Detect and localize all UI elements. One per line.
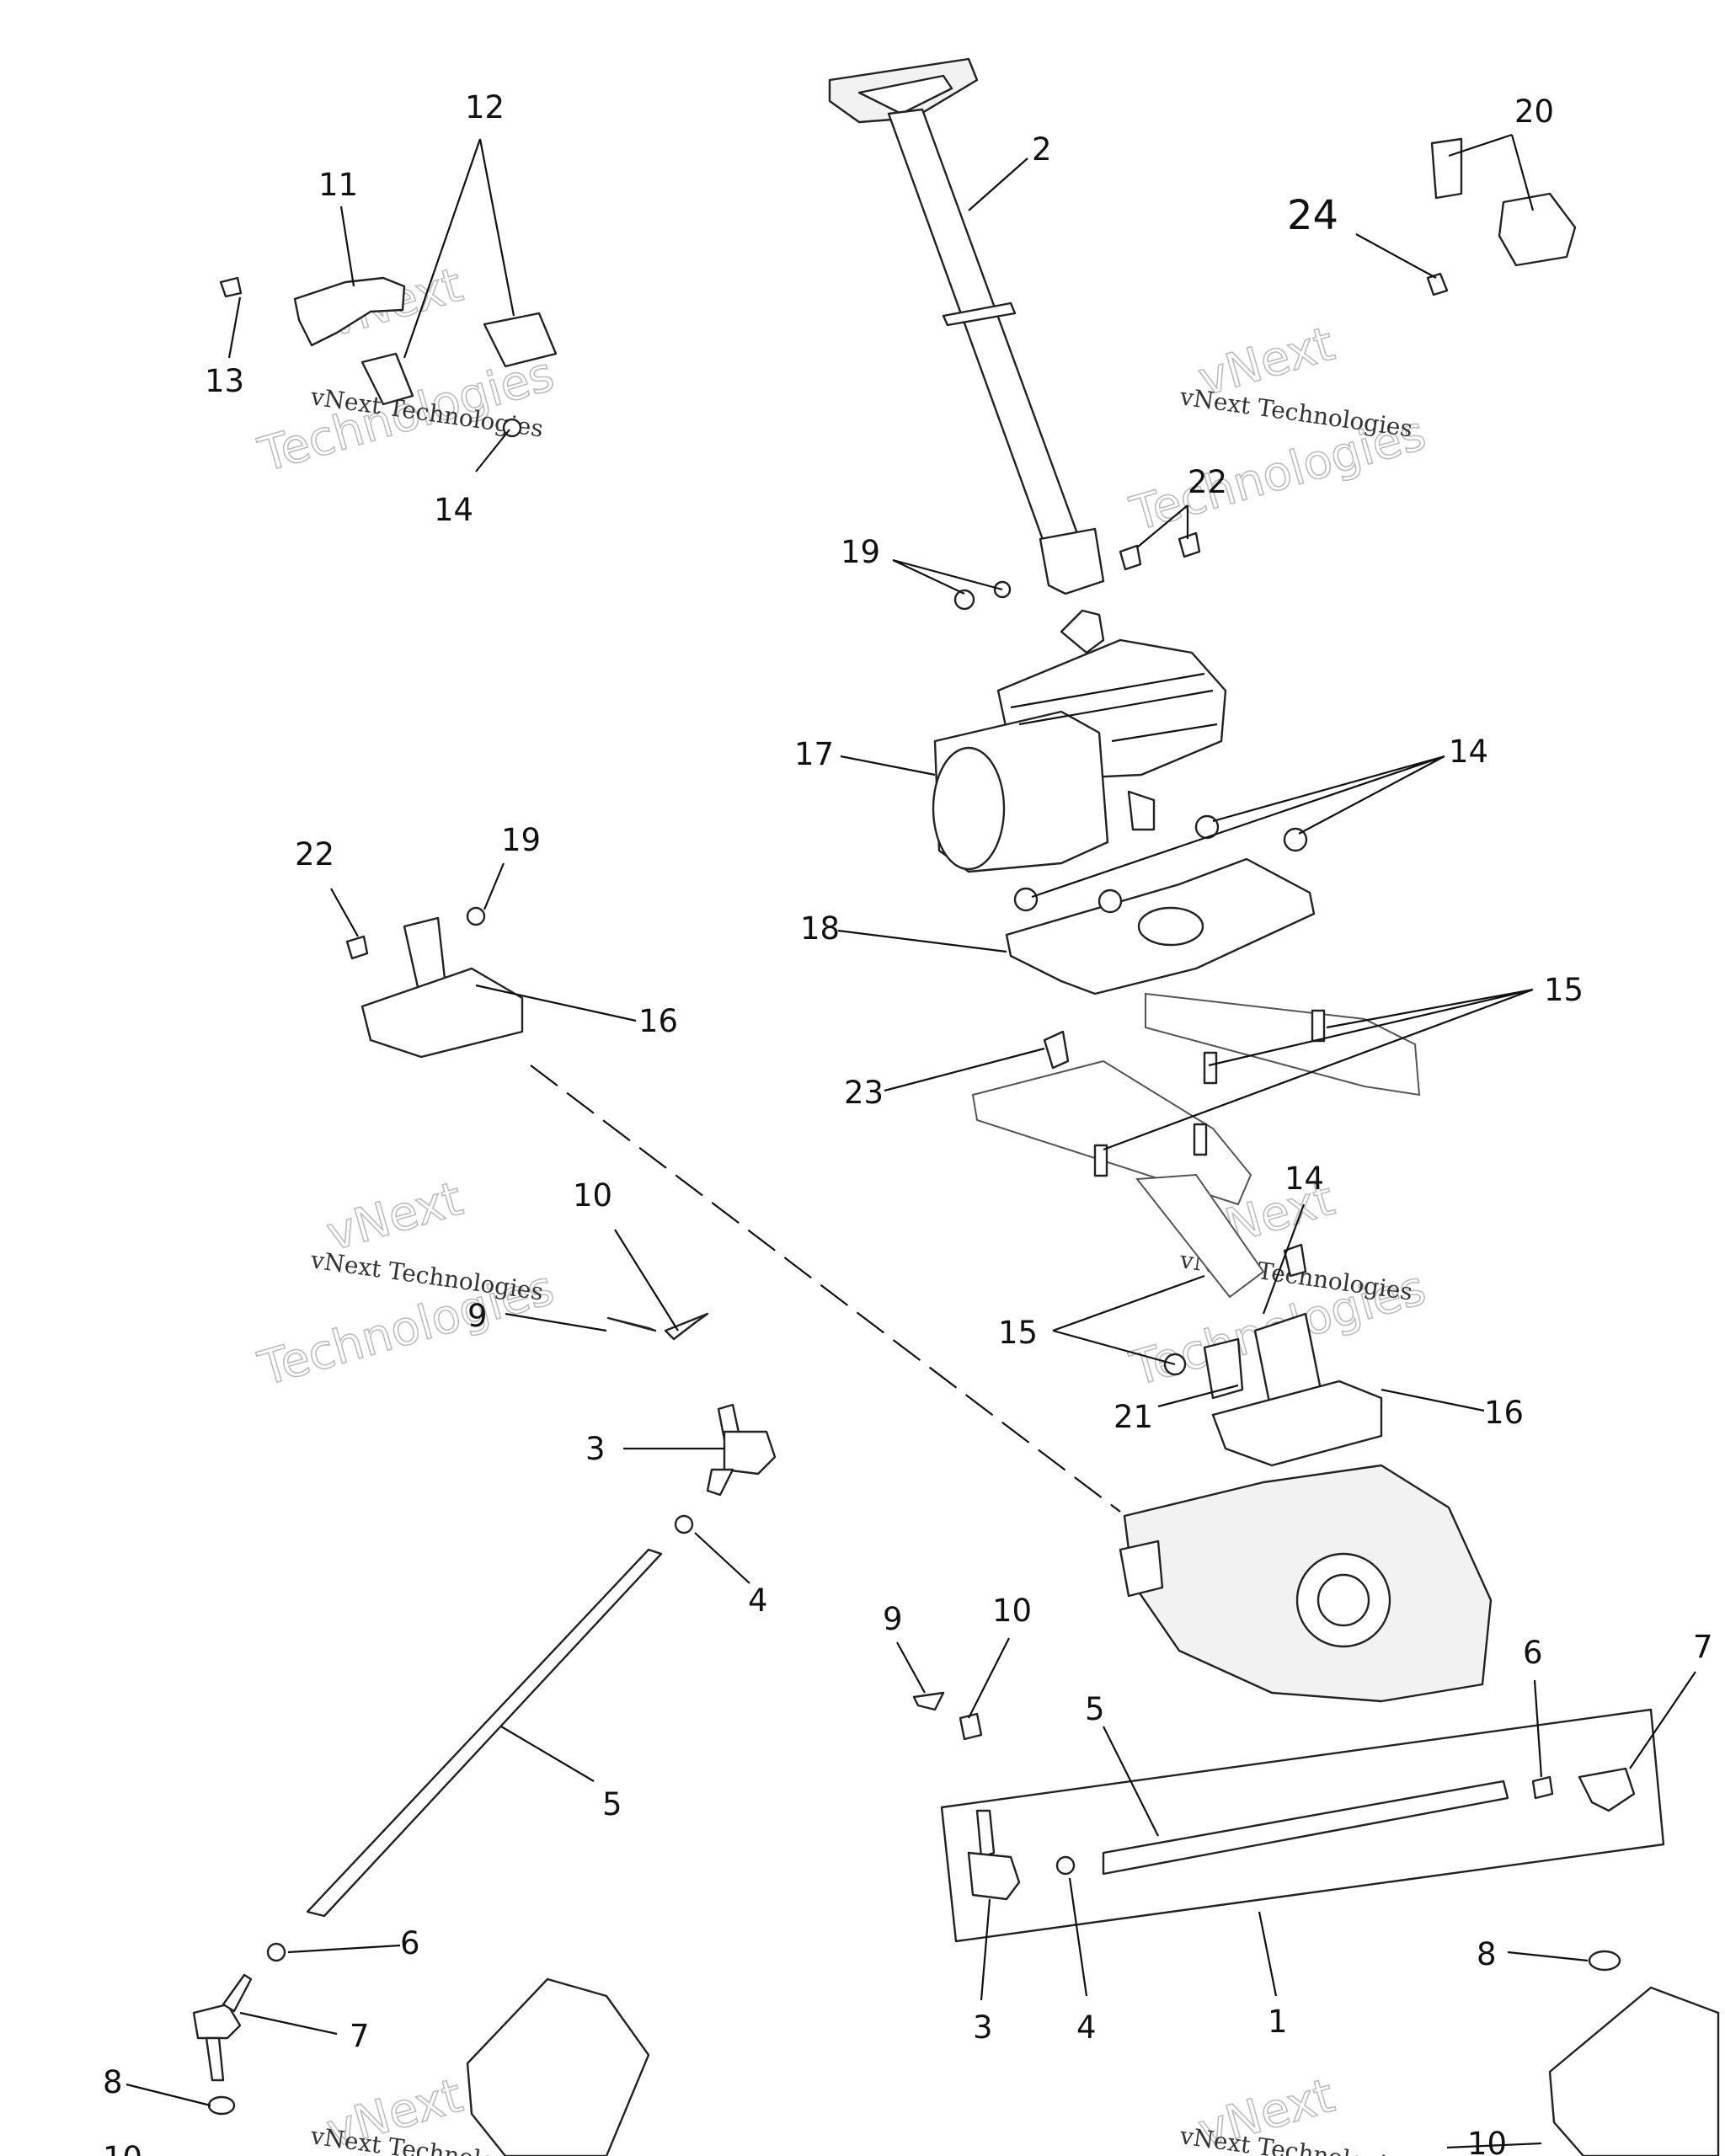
small-fasteners [345,531,1201,960]
callout-1: 1 [1268,2004,1288,2040]
callout-19-top: 19 [841,534,880,570]
steering-column [828,57,1105,595]
callout-labels: 2 20 24 12 11 13 14 22 19 17 14 18 15 23… [103,89,1713,2156]
callout-2: 2 [1032,131,1052,168]
tie-rod-left [192,1312,777,2156]
callout-10-bottom-right: 10 [1467,2126,1507,2156]
callout-24: 24 [1287,192,1338,239]
callout-9-mid-left: 9 [467,1298,488,1334]
callout-5-left: 5 [602,1786,622,1822]
bolt-23 [1043,1030,1070,1070]
callout-10-right: 10 [992,1593,1032,1629]
callout-14-mid: 14 [1449,734,1488,770]
centerline [530,1065,1121,1513]
callout-21: 21 [1114,1399,1153,1435]
frame-ghost [971,992,1421,1299]
callout-8-left: 8 [103,2064,123,2100]
callout-7-right: 7 [1693,1629,1713,1665]
callout-4-right: 4 [1076,2009,1097,2046]
plate-nuts [1013,814,1308,914]
eps-unit [932,609,1227,873]
callout-15-top: 15 [1544,972,1583,1008]
callout-13: 13 [205,363,244,399]
callout-4-left: 4 [748,1582,768,1619]
callout-19-left: 19 [501,822,541,858]
callout-3-right: 3 [973,2009,993,2046]
watermark-vnext: vNext [321,1171,468,1262]
callout-3-left: 3 [585,1431,606,1467]
watermark-top-left: vNext Technologies vNext Technologies [252,257,560,483]
callout-14-top-left: 14 [434,492,473,528]
callout-18: 18 [800,910,840,947]
mounting-plate [1005,857,1316,995]
watermark-text: vNext Technologies [1178,382,1414,443]
watermark-top-right: vNext Technologies vNext Technologies [1124,316,1432,542]
tie-rod-right [912,1691,1720,2156]
callout-7-left: 7 [350,2018,370,2054]
callout-23: 23 [844,1075,884,1111]
leader-lines [126,133,1696,2149]
callout-22-left: 22 [295,836,334,873]
callout-9-right: 9 [883,1601,903,1637]
watermark-mid-left: vNext Technologies vNext Technologies [252,1171,560,1397]
front-gearcase [1119,1464,1493,1703]
callout-8-right: 8 [1477,1936,1497,1972]
callout-6-right: 6 [1523,1635,1543,1671]
callout-14-lower: 14 [1284,1161,1324,1197]
callout-5-right: 5 [1085,1691,1105,1727]
callout-11: 11 [318,167,358,203]
watermark-bottom-right: vNext vNext Technologies [1178,2068,1414,2156]
clamp-group [219,276,558,438]
callout-15-lower: 15 [998,1315,1038,1351]
callout-17: 17 [794,736,834,772]
callout-12: 12 [465,89,505,125]
callout-16-lower: 16 [1484,1395,1524,1431]
callout-22-top: 22 [1188,464,1227,500]
callout-20: 20 [1514,93,1554,130]
bracket-16-lower [1163,1243,1383,1467]
tilt-lever [1426,137,1577,296]
callout-10-bottom-left: 10 [103,2140,142,2156]
bracket-16-upper [360,916,524,1059]
callout-16-upper: 16 [638,1003,678,1039]
callout-10-mid-left: 10 [573,1177,612,1214]
callout-6-left: 6 [400,1925,420,1961]
